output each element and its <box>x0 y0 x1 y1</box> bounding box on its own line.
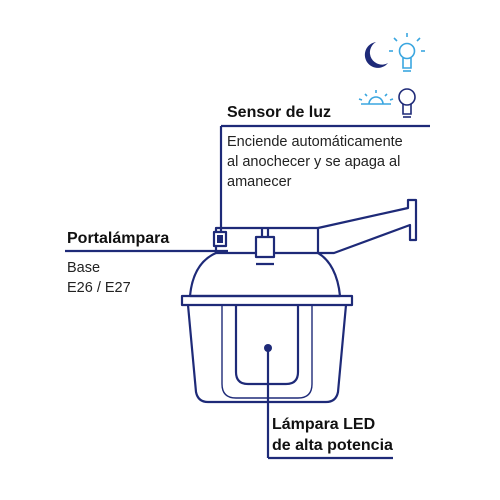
sensor-description-line-2: al anochecer y se apaga al <box>227 154 401 170</box>
sensor-description-line-3: amanecer <box>227 174 292 190</box>
socket-description-line-2: E26 / E27 <box>67 280 131 296</box>
callout-lines <box>65 124 430 460</box>
lamp-title-line-1: Lámpara LED <box>272 416 376 433</box>
led-module <box>234 305 300 386</box>
socket-description-line-1: Base <box>67 260 101 276</box>
housing-rim <box>180 294 354 307</box>
led-point <box>264 344 272 352</box>
globe-diffuser <box>186 304 348 404</box>
mounting-arm <box>317 198 418 255</box>
lamp-drawing <box>180 198 418 404</box>
socket-title: Portalámpara <box>67 230 170 247</box>
socket-block <box>254 235 276 259</box>
lamp-title-line-2: de alta potencia <box>272 437 393 454</box>
housing-dome <box>188 251 342 298</box>
sunrise-unlit-bulb-icon <box>358 88 416 118</box>
sensor-title: Sensor de luz <box>227 104 332 121</box>
moon-lit-bulb-icon <box>364 33 425 72</box>
sensor-description-line-1: Enciende automáticamente <box>227 134 403 150</box>
